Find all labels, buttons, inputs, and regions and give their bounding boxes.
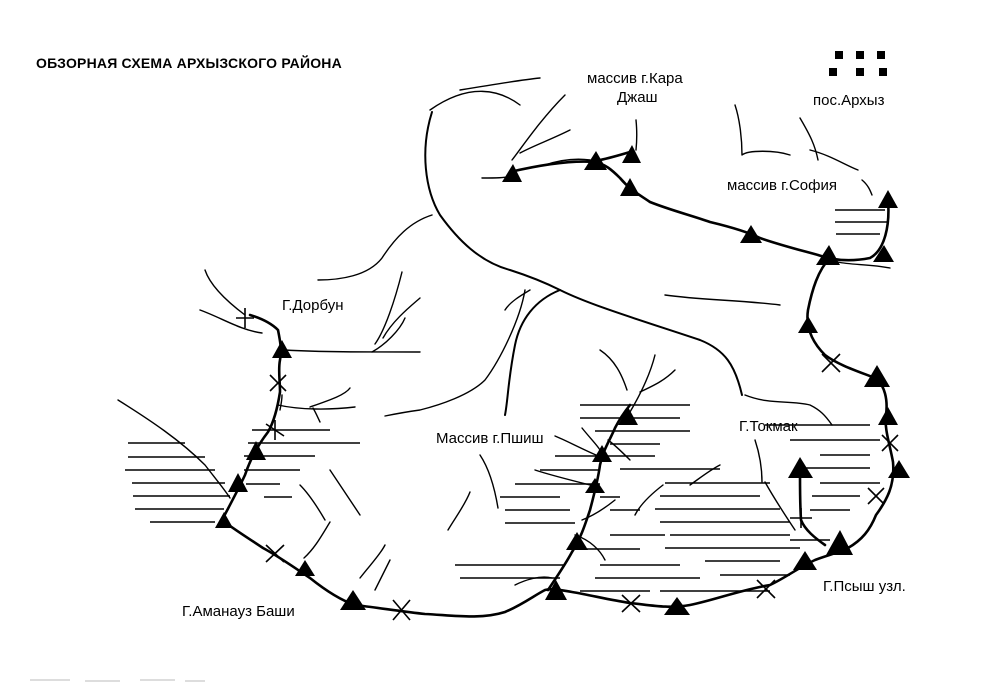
peak-triangle: [566, 532, 588, 550]
label-arkhyz: пос.Архыз: [813, 92, 885, 109]
peak-markers: [215, 145, 910, 615]
peak-triangle: [888, 460, 910, 478]
peak-triangle: [340, 590, 366, 610]
peak-triangle: [585, 478, 605, 493]
peak-triangle: [793, 551, 817, 570]
label-kara-dzhash-line2: Джаш: [617, 89, 658, 106]
peak-triangle: [826, 530, 853, 555]
pass-cross: [265, 420, 285, 440]
label-sofia: массив г.София: [727, 177, 837, 194]
pass-cross: [756, 579, 776, 599]
peak-triangle: [295, 560, 315, 576]
settlement-icon: [829, 51, 887, 76]
pass-cross: [269, 374, 287, 392]
peak-triangle: [878, 407, 898, 425]
peak-triangle: [215, 512, 233, 528]
peak-triangle: [664, 597, 690, 615]
label-pshish: Массив г.Пшиш: [436, 430, 544, 447]
map-title: ОБЗОРНАЯ СХЕМА АРХЫЗСКОГО РАЙОНА: [36, 55, 342, 71]
peak-triangle: [788, 457, 813, 478]
label-dorbun: Г.Дорбун: [282, 297, 344, 314]
peak-triangle: [592, 445, 612, 462]
peak-triangle: [864, 365, 890, 387]
peak-triangle: [878, 190, 898, 208]
peak-triangle: [502, 164, 522, 182]
pass-cross: [236, 308, 254, 328]
scan-artifacts: [30, 679, 205, 682]
peak-triangle: [798, 316, 818, 333]
pass-cross: [881, 434, 899, 452]
peak-triangle: [584, 151, 607, 170]
pass-markers: [236, 308, 899, 621]
label-tokmak: Г.Токмак: [739, 418, 798, 435]
peak-triangle: [816, 245, 840, 265]
pass-cross: [392, 599, 411, 621]
peak-triangle: [620, 178, 640, 196]
peak-triangle: [618, 407, 638, 425]
pass-cross: [821, 353, 841, 373]
peak-triangle: [246, 441, 266, 460]
peak-triangle: [545, 580, 567, 600]
peak-triangle: [622, 145, 641, 163]
glacier-hatching: [125, 209, 888, 592]
ridges: [220, 150, 895, 618]
peak-triangle: [740, 225, 762, 243]
rivers: [117, 77, 891, 591]
peak-triangle: [272, 340, 292, 358]
label-amanauz: Г.Аманауз Баши: [182, 603, 295, 620]
pass-cross: [790, 508, 812, 528]
peak-triangle: [228, 473, 248, 492]
pass-cross: [621, 594, 641, 613]
peak-triangle: [873, 245, 894, 262]
pass-cross: [867, 487, 885, 505]
label-kara-dzhash-line1: массив г.Кара: [587, 70, 683, 87]
label-psysh: Г.Псыш узл.: [823, 578, 906, 595]
pass-cross: [265, 544, 285, 563]
